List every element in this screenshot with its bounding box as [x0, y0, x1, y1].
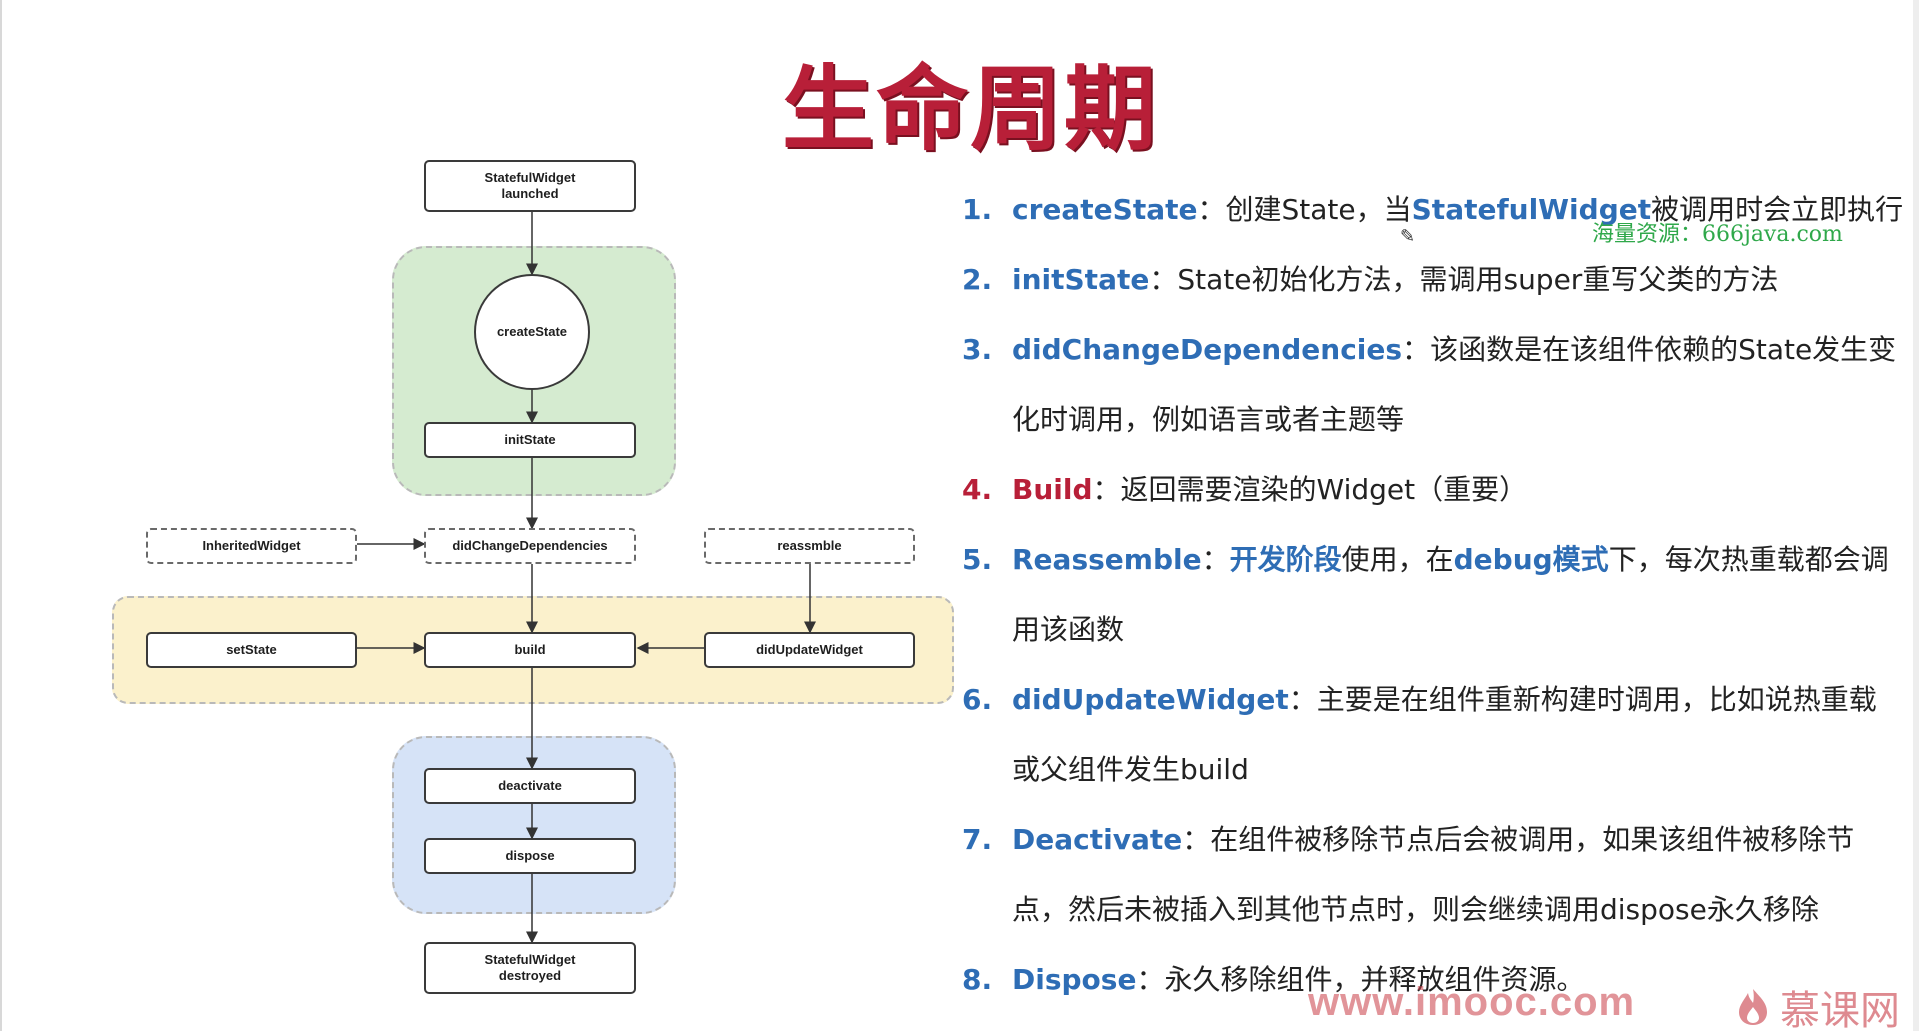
pen-cursor-icon: ✎ — [1400, 226, 1416, 247]
node-didupdatewidget: didUpdateWidget — [704, 632, 915, 668]
item-number: 6. — [962, 683, 993, 716]
node-didchangedependencies: didChangeDependencies — [424, 528, 636, 564]
slide-title: 生命周期 — [781, 56, 1158, 163]
item-number: 2. — [962, 263, 993, 296]
method-name: createState — [1012, 193, 1198, 226]
node-statefulwidget-launched: StatefulWidget launched — [424, 160, 636, 212]
node-initstate: initState — [424, 422, 636, 458]
slide-border — [0, 0, 2, 1031]
item-number: 5. — [962, 543, 993, 576]
node-inheritedwidget: InheritedWidget — [146, 528, 357, 564]
method-name: didUpdateWidget — [1012, 683, 1289, 716]
node-setstate: setState — [146, 632, 357, 668]
highlight-term: 开发阶段 — [1229, 543, 1342, 576]
node-deactivate: deactivate — [424, 768, 636, 804]
node-build: build — [424, 632, 636, 668]
item-number: 3. — [962, 333, 993, 366]
method-name: Deactivate — [1012, 823, 1183, 856]
node-dispose: dispose — [424, 838, 636, 874]
item-number: 1. — [962, 193, 993, 226]
resource-watermark: 海量资源：666java.com — [1592, 222, 1843, 247]
item-number: 4. — [962, 473, 993, 506]
method-name: didChangeDependencies — [1012, 333, 1403, 366]
highlight-term: StatefulWidget — [1411, 193, 1652, 226]
method-name: initState — [1012, 263, 1150, 296]
item-continuation: 点，然后未被插入到其他节点时，则会继续调用dispose永久移除 — [1012, 893, 1819, 926]
imooc-logo: 慕课网 — [1736, 978, 1900, 1036]
node-statefulwidget-destroyed: StatefulWidget destroyed — [424, 942, 636, 994]
flame-icon — [1739, 989, 1767, 1025]
logo-text: 慕课网 — [1780, 988, 1900, 1034]
method-name: Reassemble — [1012, 543, 1202, 576]
item-number: 8. — [962, 963, 993, 996]
item-continuation: 化时调用，例如语言或者主题等 — [1012, 403, 1405, 436]
item-number: 7. — [962, 823, 993, 856]
slide-border-right — [1913, 0, 1919, 1031]
site-watermark: www.imooc.com — [1308, 980, 1636, 1024]
method-name: Dispose — [1012, 963, 1137, 996]
node-reassmble: reassmble — [704, 528, 915, 564]
item-continuation: 用该函数 — [1012, 613, 1125, 646]
node-createstate: createState — [474, 274, 590, 390]
highlight-term: debug模式 — [1453, 543, 1609, 576]
item-continuation: 或父组件发生build — [1012, 753, 1249, 786]
method-name: Build — [1012, 473, 1093, 506]
